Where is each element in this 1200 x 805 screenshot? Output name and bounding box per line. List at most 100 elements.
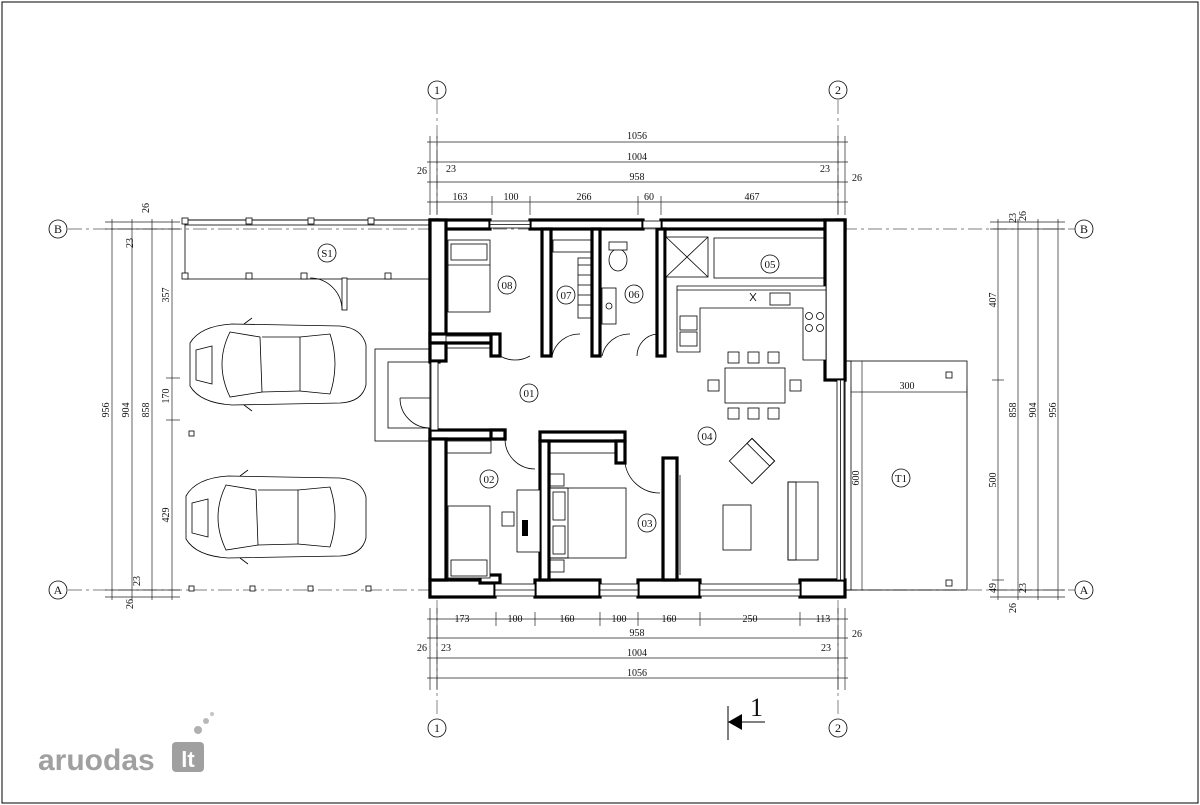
dimensions-left: 956 904 858 357 170 429 26 23 23 26 [101, 203, 180, 609]
axis-bubble-bottom-1: 1 [427, 718, 447, 738]
room-label-04: 04 [697, 426, 717, 446]
svg-text:23: 23 [1018, 583, 1029, 593]
axis-bubble-left-b: B [48, 219, 68, 239]
svg-text:160: 160 [560, 614, 575, 625]
dimensions-top: 1056 1004 958 26 23 23 26 163 100 266 60… [417, 131, 862, 215]
svg-text:03: 03 [642, 518, 654, 530]
svg-text:1: 1 [434, 83, 440, 97]
svg-text:1: 1 [434, 721, 440, 735]
svg-text:170: 170 [161, 389, 172, 404]
house-walls [428, 218, 847, 599]
svg-text:A: A [1080, 583, 1089, 597]
room-02-furniture [445, 440, 541, 579]
room-label-05: 05 [760, 254, 780, 274]
svg-text:26: 26 [125, 599, 136, 609]
axis-bubble-right-b: B [1074, 219, 1094, 239]
svg-text:429: 429 [161, 508, 172, 523]
svg-text:956: 956 [101, 403, 112, 418]
svg-text:A: A [54, 583, 63, 597]
svg-text:26: 26 [417, 643, 427, 654]
dimensions-bottom: 173 100 160 100 160 250 113 958 1004 105… [417, 608, 862, 690]
room-label-06: 06 [624, 284, 644, 304]
svg-text:23: 23 [821, 643, 831, 654]
svg-text:lt: lt [181, 747, 195, 772]
axis-bubble-top-1: 1 [427, 80, 447, 100]
room-label-t1: T1 [895, 473, 907, 485]
svg-text:05: 05 [765, 259, 777, 271]
windows [430, 220, 845, 597]
room-label-03: 03 [637, 513, 657, 533]
section-marker: 1 [727, 693, 765, 740]
svg-text:26: 26 [852, 173, 862, 184]
axis-bubble-left-a: A [48, 580, 68, 600]
kitchen-counter [676, 285, 827, 361]
bathroom-fixtures [601, 236, 709, 325]
pantry-room-05 [713, 237, 827, 279]
svg-text:1056: 1056 [627, 668, 647, 679]
svg-text:49: 49 [988, 583, 999, 593]
svg-text:23: 23 [1008, 213, 1019, 223]
svg-text:100: 100 [504, 192, 519, 203]
svg-text:B: B [54, 222, 62, 236]
svg-text:26: 26 [1008, 603, 1019, 613]
svg-text:956: 956 [1048, 403, 1059, 418]
svg-text:467: 467 [745, 192, 760, 203]
svg-text:100: 100 [508, 614, 523, 625]
svg-text:23: 23 [125, 238, 136, 248]
svg-text:1: 1 [750, 693, 763, 722]
axis-bubble-bottom-2: 2 [828, 718, 848, 738]
svg-text:904: 904 [1028, 403, 1039, 418]
svg-text:904: 904 [121, 403, 132, 418]
svg-text:26: 26 [141, 203, 152, 213]
svg-text:300: 300 [900, 381, 915, 392]
svg-text:23: 23 [446, 164, 456, 175]
svg-text:407: 407 [988, 293, 999, 308]
svg-text:173: 173 [455, 614, 470, 625]
svg-text:958: 958 [630, 628, 645, 639]
svg-text:04: 04 [702, 431, 714, 443]
svg-text:600: 600 [851, 471, 862, 486]
room-03-furniture [548, 440, 627, 573]
svg-text:163: 163 [453, 192, 468, 203]
svg-text:958: 958 [630, 172, 645, 183]
svg-text:23: 23 [820, 164, 830, 175]
svg-text:266: 266 [577, 192, 592, 203]
room-label-01: 01 [519, 383, 539, 403]
svg-text:06: 06 [629, 289, 641, 301]
room-label-s1: S1 [321, 248, 333, 260]
axis-bubble-top-2: 2 [828, 80, 848, 100]
watermark-logo: aruodas lt [38, 712, 214, 777]
axis-lines [68, 100, 1075, 718]
svg-text:160: 160 [662, 614, 677, 625]
svg-text:500: 500 [988, 473, 999, 488]
svg-text:60: 60 [644, 192, 654, 203]
svg-text:26: 26 [1018, 211, 1029, 221]
car-upper [189, 317, 367, 412]
doors [499, 333, 681, 575]
svg-text:858: 858 [141, 403, 152, 418]
dimensions-right: 407 500 49 858 904 956 23 26 26 23 [988, 211, 1065, 613]
living-furniture [722, 437, 819, 561]
svg-text:B: B [1080, 222, 1088, 236]
svg-text:1004: 1004 [627, 648, 647, 659]
terrace-t1: 300 600 T1 [844, 360, 968, 591]
axis-bubble-right-a: A [1074, 580, 1094, 600]
svg-text:23: 23 [441, 643, 451, 654]
svg-text:2: 2 [835, 83, 841, 97]
svg-text:26: 26 [852, 629, 862, 640]
svg-text:1056: 1056 [627, 131, 647, 142]
svg-text:250: 250 [743, 614, 758, 625]
wardrobe-room-07 [552, 239, 592, 319]
svg-text:858: 858 [1008, 403, 1019, 418]
room-label-08: 08 [497, 275, 517, 295]
svg-text:357: 357 [161, 288, 172, 303]
svg-text:26: 26 [417, 166, 427, 177]
carport-s1: S1 [181, 217, 431, 592]
room-label-07: 07 [556, 285, 576, 305]
svg-text:113: 113 [816, 614, 831, 625]
bed-room-08 [445, 239, 492, 349]
car-lower [185, 469, 367, 565]
entrance-porch [374, 348, 431, 442]
svg-text:aruodas: aruodas [38, 744, 155, 777]
